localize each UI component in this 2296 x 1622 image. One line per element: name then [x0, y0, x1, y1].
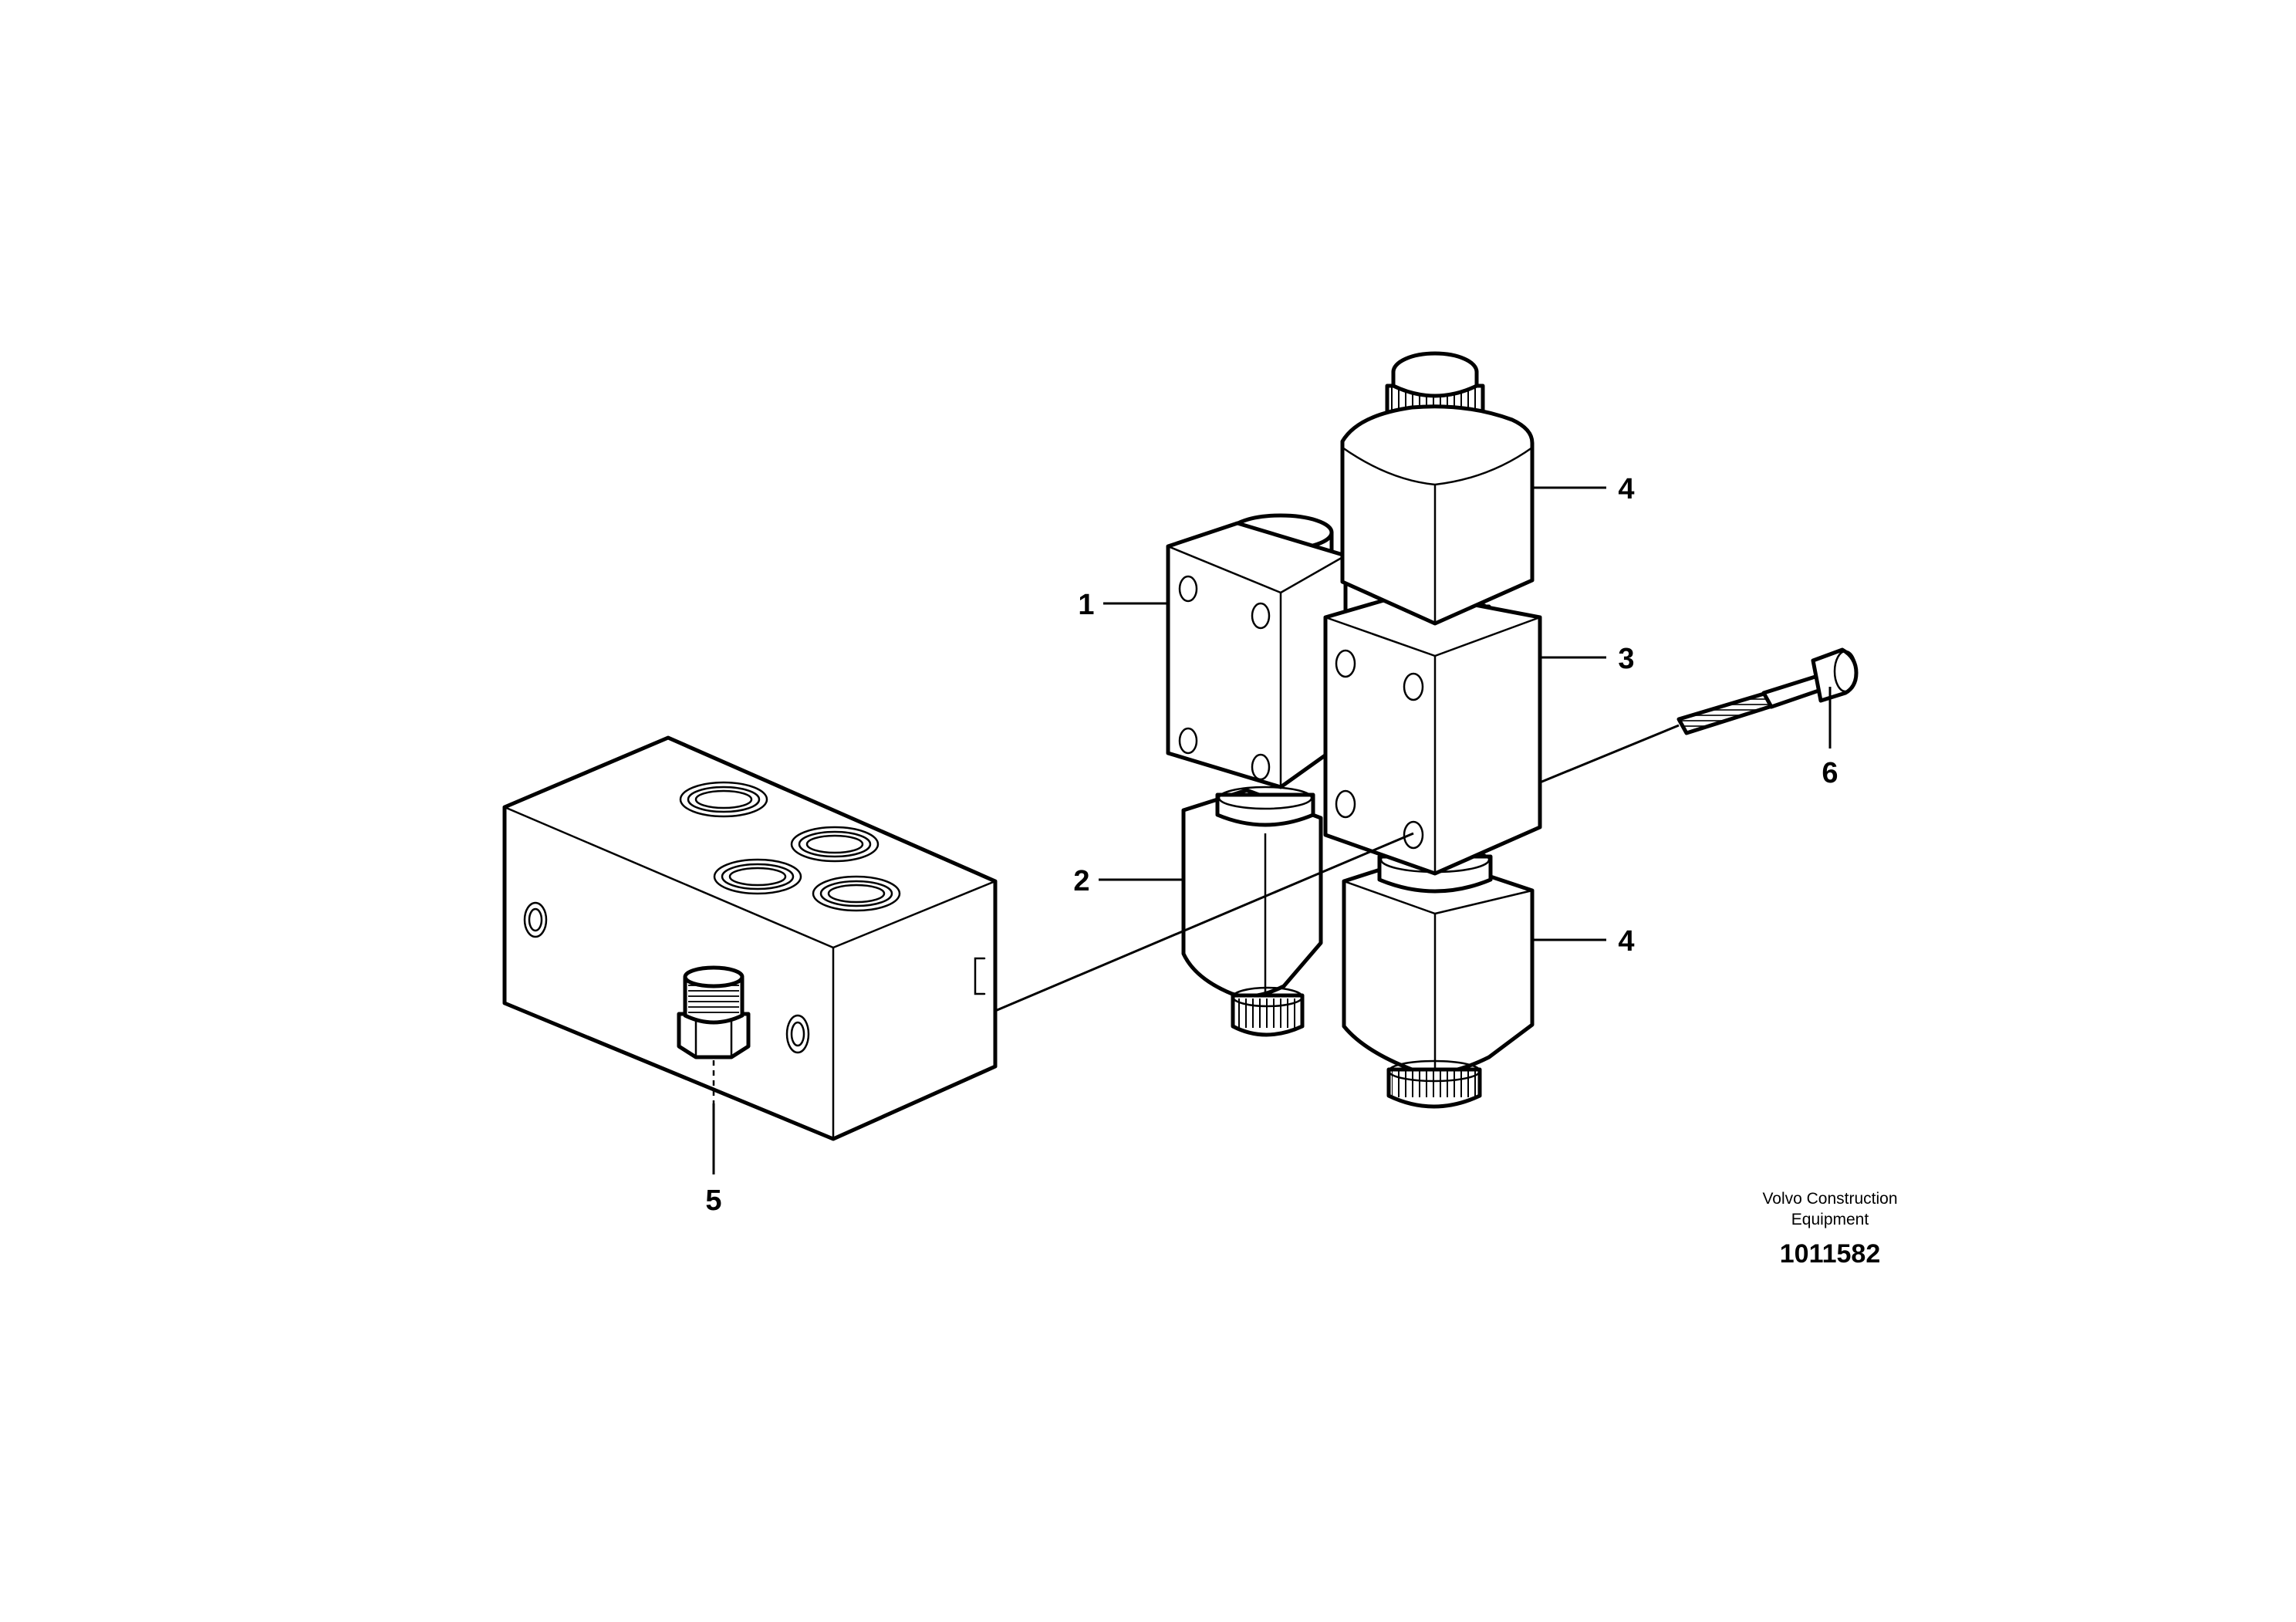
callout-2: 2	[1073, 865, 1183, 897]
callout-1-label: 1	[1078, 589, 1094, 621]
part-5-manifold-block	[502, 735, 998, 1141]
manifold-ports	[679, 781, 901, 912]
callout-4-upper-label: 4	[1618, 473, 1634, 505]
callout-1: 1	[1078, 589, 1168, 621]
callout-5: 5	[705, 1103, 722, 1217]
callout-2-label: 2	[1073, 865, 1089, 897]
callout-3-label: 3	[1618, 643, 1634, 675]
callout-3: 3	[1540, 643, 1635, 675]
callout-6-label: 6	[1822, 757, 1838, 789]
brand-line-2: Equipment	[1791, 1211, 1869, 1228]
callout-6: 6	[1822, 687, 1838, 789]
part-6-bolt	[1676, 647, 1859, 735]
assembly-lines	[712, 724, 1680, 1103]
part-3-valve-body	[1323, 590, 1542, 894]
callout-5-label: 5	[705, 1184, 721, 1217]
part-4-lower-coil	[1342, 853, 1535, 1109]
brand-block: Volvo Construction Equipment 1011582	[1762, 1190, 1897, 1269]
brand-line-1: Volvo Construction	[1762, 1190, 1897, 1208]
callout-4-upper: 4	[1532, 473, 1635, 505]
part-2-solenoid-coil	[1181, 788, 1323, 1037]
callout-4-lower: 4	[1532, 925, 1635, 958]
part-5-plug	[677, 965, 751, 1059]
reference-number: 1011582	[1780, 1239, 1881, 1269]
part-4-upper-coil	[1340, 351, 1535, 626]
callout-4-lower-label: 4	[1618, 925, 1634, 958]
part-1-valve-body	[1166, 513, 1348, 827]
